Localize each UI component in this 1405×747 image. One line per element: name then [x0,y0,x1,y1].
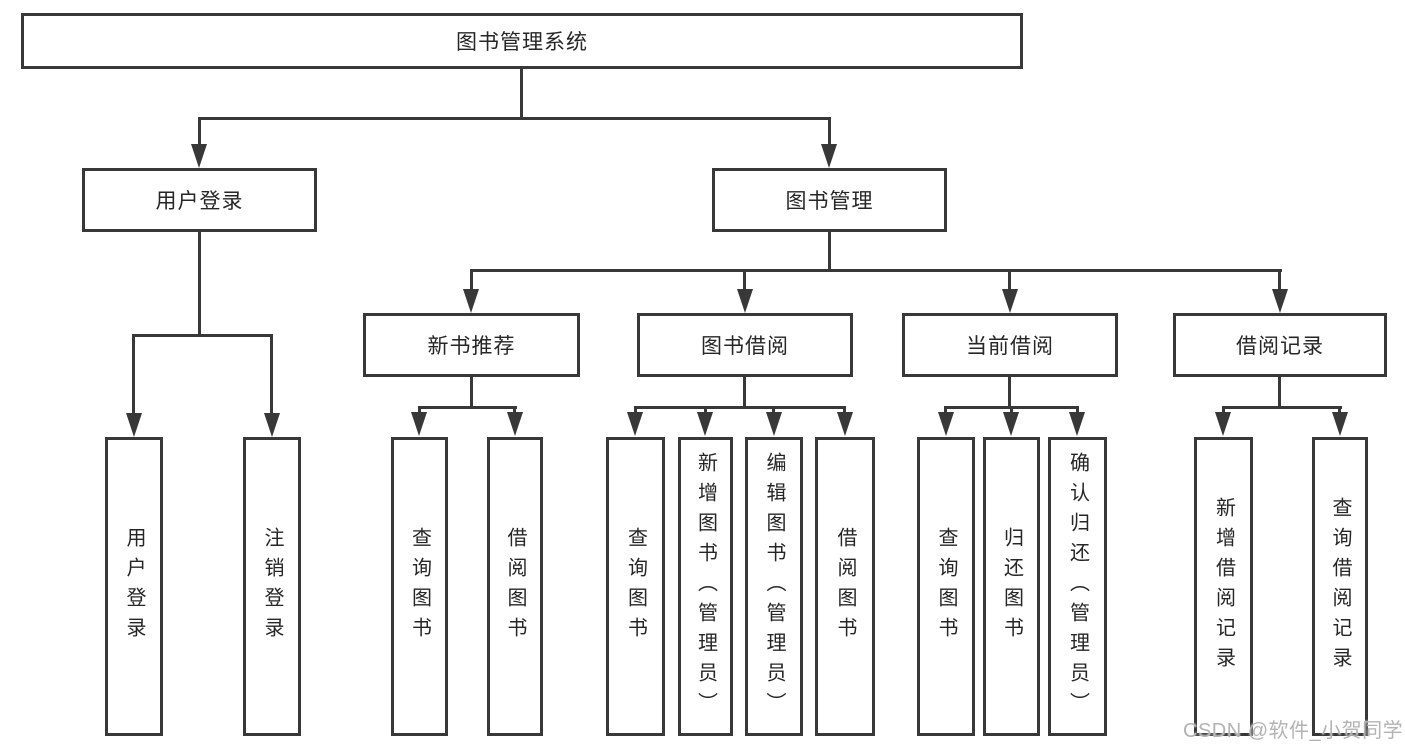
leaf-add-books-admin: 新增图书（管理员） [678,437,733,736]
connector-root-drop [520,69,523,119]
watermark: CSDN @软件_小贺同学 [1183,720,1404,742]
arrow-down-icon [191,144,207,168]
arrow-down-icon [1332,412,1348,436]
connector-arrow-stem [1278,269,1281,293]
leaf-confirm-return-admin: 确认归还（管理员） [1048,437,1107,736]
connector-new-book-rail [418,406,517,409]
leaf-label: 注销登录 [261,526,283,647]
leaf-label: 新增借阅记录 [1212,496,1235,677]
node-book-borrow: 图书借阅 [637,313,853,377]
connector-arrow-stem [634,406,637,416]
connector-arrow-stem [1338,406,1341,416]
connector-book-management-drop [828,232,831,272]
arrow-down-icon [1215,412,1231,436]
connector-arrow-stem [470,269,473,293]
arrow-down-icon [507,412,523,436]
arrow-down-icon [264,413,280,437]
connector-arrow-stem [513,406,516,416]
connector-level2-rail [198,117,831,120]
leaf-label: 新增图书（管理员） [694,451,717,722]
leaf-label: 确认归还（管理员） [1066,451,1089,722]
connector-arrow-stem [772,406,775,416]
leaf-label: 借阅图书 [504,526,526,647]
connector-arrow-stem [1010,406,1013,416]
node-label: 借阅记录 [1236,335,1324,358]
node-label: 图书管理 [785,190,874,213]
arrow-down-icon [1272,289,1288,313]
leaf-query-books-current: 查询图书 [917,437,975,736]
connector-arrow-stem [270,334,273,416]
leaf-add-borrow-record: 新增借阅记录 [1194,437,1253,736]
arrow-down-icon [837,412,853,436]
connector-borrow-records-rail [1222,406,1342,409]
leaf-query-books-borrow: 查询图书 [606,437,665,736]
node-label: 图书管理系统 [456,31,588,54]
leaf-user-login: 用户登录 [105,437,163,736]
connector-arrow-stem [704,406,707,416]
arrow-down-icon [1002,289,1018,313]
node-library-management-system: 图书管理系统 [21,13,1023,69]
arrow-down-icon [821,144,837,168]
leaf-label: 归还图书 [1000,526,1023,647]
node-current-borrow: 当前借阅 [902,313,1118,377]
connector-user-login-drop [198,232,201,336]
connector-arrow-stem [418,406,421,416]
arrow-down-icon [1003,412,1019,436]
node-book-management: 图书管理 [712,168,947,232]
connector-arrow-stem [1222,406,1225,416]
leaf-label: 借阅图书 [834,526,856,647]
leaf-label: 查询图书 [624,526,647,647]
connector-arrow-stem [944,406,947,416]
node-new-book-recommend: 新书推荐 [363,313,580,377]
arrow-down-icon [938,412,954,436]
connector-user-login-rail [132,334,273,337]
node-borrow-records: 借阅记录 [1173,313,1387,377]
node-label: 用户登录 [155,190,244,213]
connector-book-borrow-rail [634,406,846,409]
leaf-logout: 注销登录 [243,437,301,736]
arrow-down-icon [766,412,782,436]
connector-borrow-records-drop [1278,377,1281,408]
node-label: 当前借阅 [966,335,1054,358]
leaf-label: 查询图书 [408,526,431,647]
node-user-login: 用户登录 [82,168,317,232]
connector-arrow-stem [198,117,201,148]
leaf-query-borrow-record: 查询借阅记录 [1312,437,1368,736]
leaf-label: 查询图书 [935,526,957,647]
connector-arrow-stem [843,406,846,416]
connector-current-borrow-drop [1008,377,1011,408]
connector-arrow-stem [743,269,746,293]
connector-arrow-stem [1076,406,1079,416]
arrow-down-icon [697,412,713,436]
node-label: 图书借阅 [701,335,789,358]
arrow-down-icon [126,413,142,437]
leaf-return-books: 归还图书 [983,437,1040,736]
arrow-down-icon [411,412,427,436]
connector-new-book-drop [470,377,473,408]
leaf-edit-books-admin: 编辑图书（管理员） [745,437,803,736]
leaf-borrow-books-recommend: 借阅图书 [487,437,543,736]
arrow-down-icon [1069,412,1085,436]
leaf-query-books-recommend: 查询图书 [391,437,448,736]
node-label: 新书推荐 [427,335,516,358]
connector-arrow-stem [1008,269,1011,293]
connector-book-borrow-drop [743,377,746,408]
arrow-down-icon [627,412,643,436]
leaf-borrow-books: 借阅图书 [815,437,875,736]
connector-arrow-stem [132,334,135,416]
arrow-down-icon [737,289,753,313]
leaf-label: 查询借阅记录 [1329,496,1351,677]
leaf-label: 用户登录 [123,526,145,647]
leaf-label: 编辑图书（管理员） [763,451,785,722]
connector-arrow-stem [828,117,831,148]
arrow-down-icon [463,289,479,313]
connector-level3-rail [470,269,1282,272]
